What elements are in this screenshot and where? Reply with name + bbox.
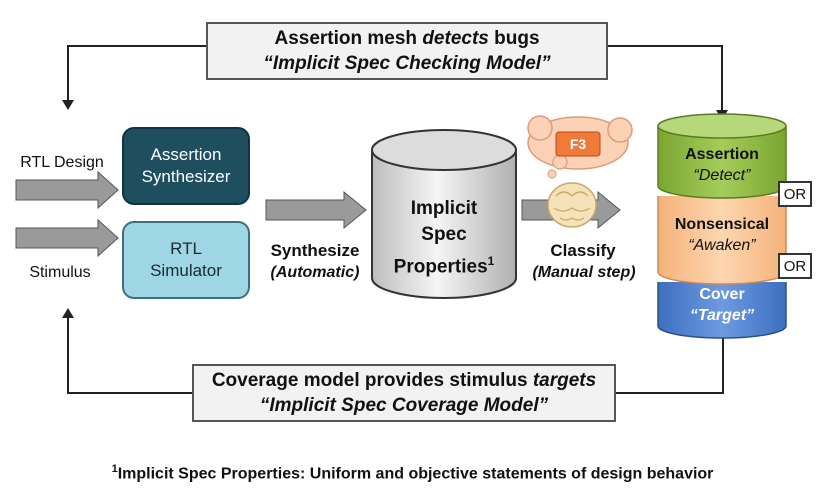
cover-cylinder (657, 282, 787, 339)
banner-text: Assertion mesh (274, 28, 423, 49)
rtl-simulator-box: RTL Simulator (122, 221, 250, 299)
classify-label: Classify (550, 241, 616, 260)
or-badge: OR (778, 253, 812, 279)
classify-sub: (Manual step) (532, 264, 636, 281)
assertion-sub: “Detect” (693, 167, 751, 184)
coverage-model-line2: “Implicit Spec Coverage Model” (259, 395, 549, 416)
banner-emphasis: detects (422, 28, 489, 49)
cylinder-line2: Spec (421, 224, 467, 245)
cylinder-text: Implicit Spec Properties1 (378, 196, 510, 280)
footnote: 1Implicit Spec Properties: Uniform and o… (0, 458, 825, 485)
cylinder-footnote-mark: 1 (487, 254, 495, 268)
coverage-model-line1: Coverage model provides stimulus targets (212, 368, 596, 393)
rtl-simulator-line1: RTL (170, 239, 202, 258)
top-feedback-connector (67, 45, 723, 112)
cylinder-line1: Implicit (410, 198, 478, 219)
nonsensical-stack-label: Nonsensical “Awaken” (660, 214, 784, 256)
cover-sub: “Target” (689, 307, 755, 324)
cover-stack-label: Cover “Target” (660, 284, 784, 326)
checking-model-line1: Assertion mesh detects bugs (274, 26, 539, 51)
checking-model-banner: Assertion mesh detects bugs “Implicit Sp… (206, 22, 608, 80)
assertion-cylinder (657, 113, 787, 199)
synthesize-arrow (265, 190, 367, 230)
f3-key-label: F3 (569, 136, 587, 152)
banner-text: Coverage model provides stimulus (211, 370, 533, 391)
footnote-text: Implicit Spec Properties: Uniform and ob… (117, 465, 714, 483)
thought-bubble-icon (527, 115, 633, 228)
stimulus-arrow (15, 218, 119, 258)
assertion-synthesizer-line2: Synthesizer (141, 167, 231, 186)
assertion-title: Assertion (685, 146, 759, 163)
stimulus-label: Stimulus (29, 264, 91, 281)
checking-model-line2: “Implicit Spec Checking Model” (263, 53, 551, 74)
rtl-design-arrow (15, 170, 119, 210)
footnote-mark: 1 (111, 463, 118, 475)
nonsensical-title: Nonsensical (674, 216, 770, 233)
top-left-arrowhead (62, 100, 74, 110)
cylinder-line3-text: Properties (393, 256, 488, 278)
bottom-left-arrowhead (62, 308, 74, 318)
banner-text: bugs (488, 28, 540, 49)
rtl-design-label: RTL Design (20, 154, 104, 171)
assertion-synthesizer-line1: Assertion (150, 145, 222, 164)
cylinder-line3: Properties1 (378, 248, 510, 280)
synthesize-sub: (Automatic) (270, 264, 360, 281)
or-badge: OR (778, 181, 812, 207)
bottom-feedback-connector (67, 318, 724, 394)
rtl-simulator-line2: Simulator (150, 261, 222, 280)
synthesize-label: Synthesize (270, 241, 360, 260)
assertion-stack-label: Assertion “Detect” (660, 144, 784, 186)
cover-title: Cover (699, 286, 745, 303)
assertion-synthesizer-box: Assertion Synthesizer (122, 127, 250, 205)
coverage-model-banner: Coverage model provides stimulus targets… (192, 364, 616, 422)
banner-emphasis: targets (532, 370, 597, 391)
implicit-spec-properties-cylinder (371, 129, 517, 299)
nonsensical-sub: “Awaken” (688, 237, 756, 254)
